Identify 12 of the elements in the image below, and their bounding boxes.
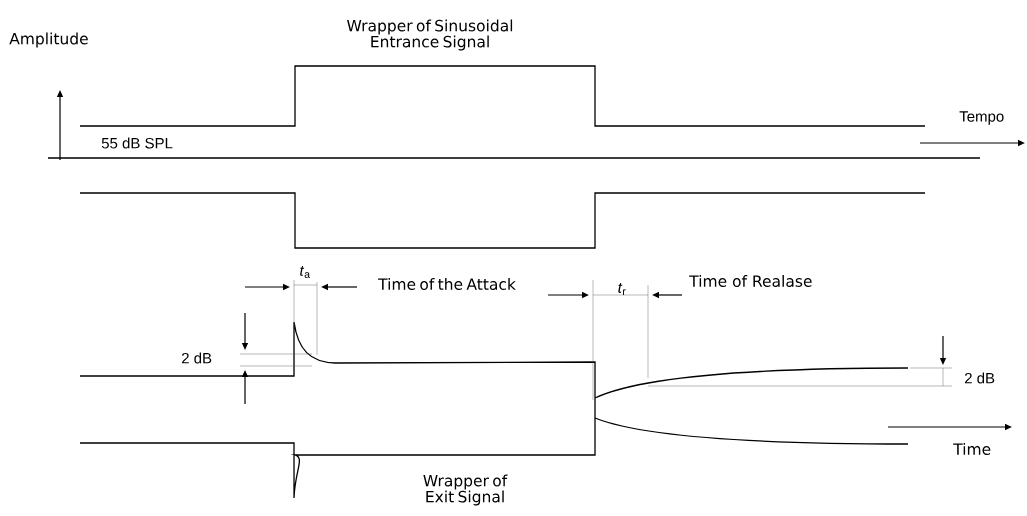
annotation: Wrapper of Exit Signal	[423, 474, 508, 506]
axis-label: Amplitude	[9, 32, 88, 48]
dimension-label: 2 dB	[181, 352, 212, 364]
annotation: Time of the Attack	[378, 278, 516, 290]
level-label: 55 dB SPL	[101, 137, 173, 149]
time-symbol: t$_{r}$	[618, 283, 626, 295]
axis-label: Time	[953, 443, 991, 455]
time-symbol: t$_{a}$	[300, 266, 310, 278]
annotation: Time of Realase	[689, 275, 812, 287]
axis-label: Tempo	[959, 111, 1004, 125]
dimension-label: 2 dB	[964, 372, 995, 384]
heading: Wrapper of Sinusoidal Entrance Signal	[347, 19, 513, 51]
